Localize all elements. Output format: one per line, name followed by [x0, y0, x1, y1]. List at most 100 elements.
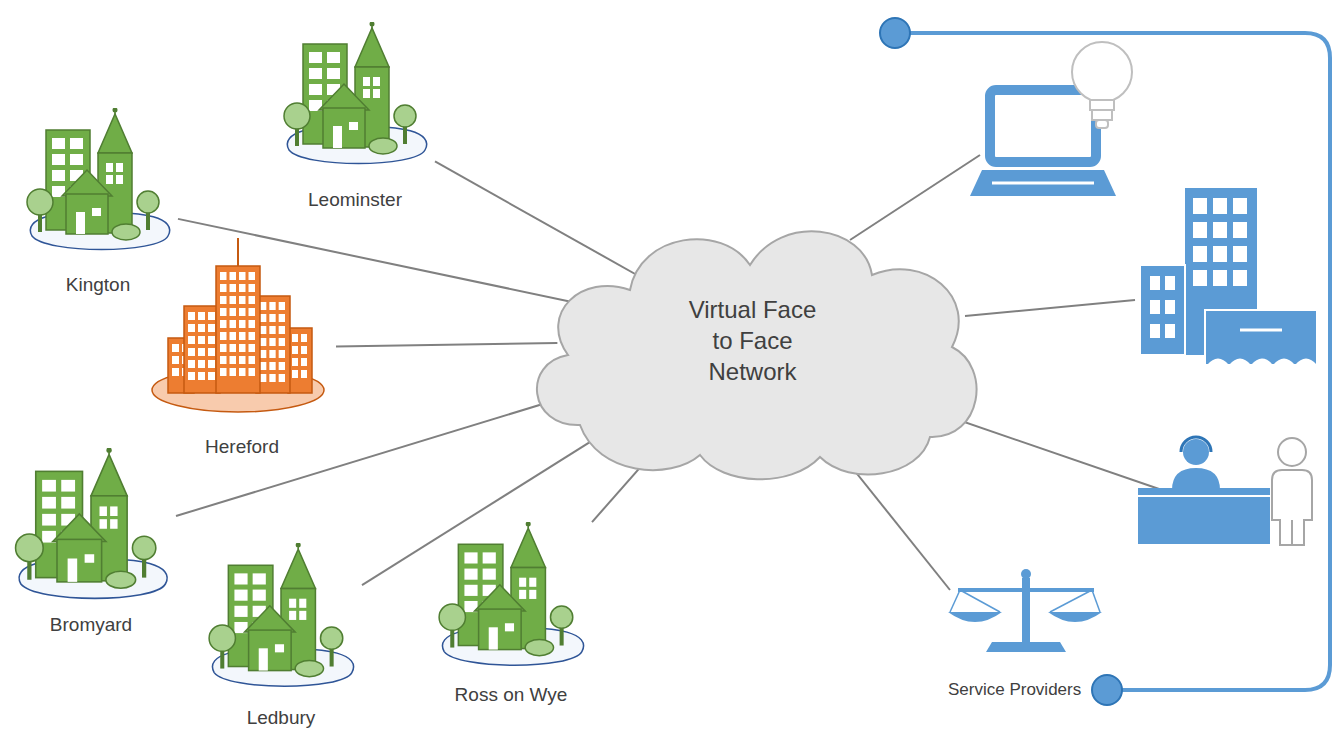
window: [289, 611, 296, 620]
tree: [209, 625, 235, 651]
office-wing: [1140, 265, 1185, 355]
window: [529, 590, 536, 599]
house: [57, 539, 102, 582]
window: [249, 332, 256, 340]
tree: [320, 627, 342, 649]
window: [220, 284, 227, 292]
window: [220, 332, 227, 340]
window: [230, 308, 237, 316]
window: [292, 370, 298, 378]
visitor-body: [1272, 470, 1312, 545]
window: [279, 314, 285, 322]
window: [208, 360, 215, 368]
window: [188, 360, 195, 368]
window: [208, 348, 215, 356]
tree: [27, 189, 53, 215]
window: [253, 590, 266, 601]
window: [309, 84, 322, 95]
bulb-base: [1092, 110, 1112, 120]
window: [279, 326, 285, 334]
window: [275, 644, 284, 652]
network-cloud: Virtual Face to Face Network: [520, 195, 985, 485]
window: [269, 350, 275, 358]
church-spire: [281, 549, 315, 588]
window: [198, 312, 205, 320]
window: [464, 585, 477, 596]
window: [188, 312, 195, 320]
window: [61, 480, 75, 492]
laptop-screen: [990, 90, 1096, 162]
window: [234, 590, 247, 601]
wire: [850, 155, 980, 240]
window: [1150, 324, 1160, 338]
window: [239, 332, 246, 340]
window: [249, 344, 256, 352]
city-building: [288, 328, 312, 393]
window: [289, 599, 296, 608]
spire-tip: [106, 448, 111, 453]
window: [1213, 246, 1227, 262]
laptop-keys: [992, 182, 1094, 185]
window: [188, 348, 195, 356]
window: [116, 163, 123, 172]
network-link: [336, 343, 557, 346]
town-node: Ledbury: [200, 543, 362, 729]
window: [1213, 198, 1227, 214]
window: [269, 314, 275, 322]
window: [1150, 300, 1160, 314]
window: [239, 368, 246, 376]
window: [292, 358, 298, 366]
window: [301, 346, 307, 354]
window: [220, 344, 227, 352]
desk-line: [1138, 495, 1270, 497]
window: [464, 569, 477, 580]
window: [269, 326, 275, 334]
spire-tip: [370, 22, 375, 27]
window: [260, 338, 266, 346]
group-label: Service Providers: [946, 679, 1083, 701]
window: [279, 338, 285, 346]
window: [208, 372, 215, 380]
bush: [295, 660, 323, 676]
window: [230, 284, 237, 292]
town-icon: [275, 22, 435, 189]
window: [249, 296, 256, 304]
window: [239, 344, 246, 352]
scales-pan: [1048, 612, 1102, 622]
tree: [550, 606, 572, 628]
scales-base: [986, 642, 1066, 652]
window: [239, 296, 246, 304]
string: [960, 590, 1000, 612]
window: [230, 356, 237, 364]
house: [66, 194, 108, 234]
town-node: Ross on Wye: [430, 522, 592, 706]
visitor-head: [1278, 438, 1306, 466]
window: [52, 170, 65, 181]
window: [220, 320, 227, 328]
string: [950, 590, 960, 612]
town-icon: [6, 448, 176, 614]
door: [76, 212, 85, 234]
window: [301, 358, 307, 366]
window: [260, 374, 266, 382]
window: [292, 334, 298, 342]
scales-top: [1021, 569, 1031, 579]
window: [220, 368, 227, 376]
window: [52, 138, 65, 149]
window: [188, 372, 195, 380]
window: [208, 324, 215, 332]
bush: [112, 224, 140, 240]
town-icon: [16, 448, 168, 598]
window: [269, 338, 275, 346]
window: [1233, 222, 1247, 238]
visitor-legs: [1291, 520, 1293, 545]
window: [220, 308, 227, 316]
window: [198, 360, 205, 368]
town-icon: [430, 522, 592, 684]
window: [239, 272, 246, 280]
town-label: Ledbury: [247, 707, 316, 729]
network-label: Virtual Face to Face Network: [678, 294, 828, 387]
city-icon: [152, 238, 324, 412]
window: [239, 308, 246, 316]
bulb-icon: [1072, 42, 1132, 128]
